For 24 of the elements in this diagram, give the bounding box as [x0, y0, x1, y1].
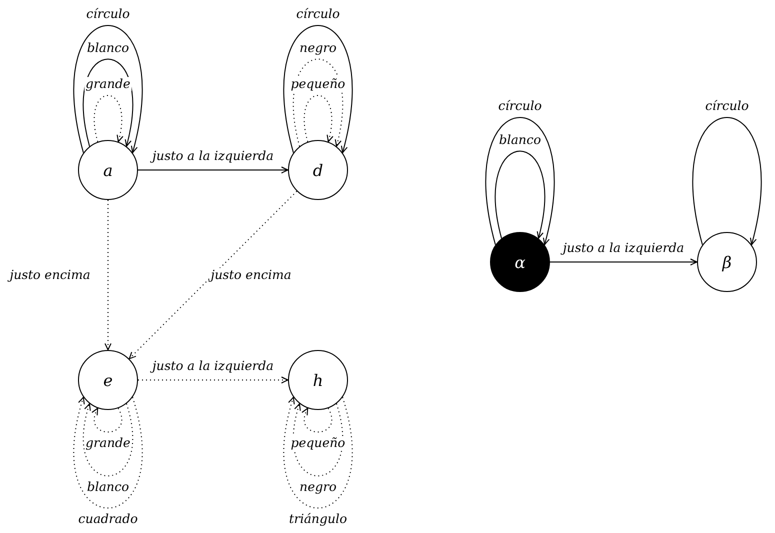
edge-label: justo a la izquierda: [151, 359, 275, 373]
edge-label: triángulo: [288, 512, 348, 526]
state-circle: a: [78, 140, 138, 200]
edge-label: círculo: [295, 7, 341, 22]
edge-label: blanco: [86, 480, 130, 494]
edge-label: justo encima: [210, 268, 292, 282]
edge-label: justo encima: [8, 268, 92, 282]
state-circle: α: [490, 232, 550, 292]
edge-label: pequeño: [290, 77, 346, 92]
edge-label: pequeño: [290, 436, 346, 450]
edge-label: círculo: [497, 99, 543, 114]
state-circle: h: [288, 350, 348, 410]
edge-label: blanco: [86, 41, 130, 56]
edge-label: justo a la izquierda: [562, 241, 686, 255]
edge-label: grande: [84, 77, 132, 92]
edge-label: justo a la izquierda: [151, 149, 275, 163]
state-circle: e: [78, 350, 138, 410]
state-circle: d: [288, 140, 348, 200]
edge-label: círculo: [704, 99, 750, 114]
edge-label: círculo: [85, 7, 131, 22]
edge-label: blanco: [498, 133, 542, 148]
edge-label: cuadrado: [77, 512, 139, 526]
edge-label: grande: [84, 436, 132, 450]
state-circle: β: [697, 232, 757, 292]
